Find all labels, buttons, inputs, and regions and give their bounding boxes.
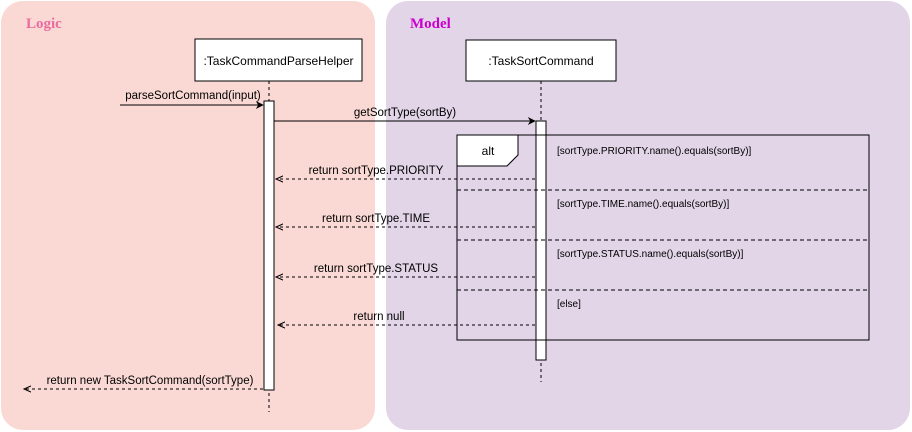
alt-fragment: alt [sortType.PRIORITY.name().equals(sor…	[456, 134, 870, 341]
message-return-time-label: return sortType.TIME	[322, 213, 430, 225]
message-return-null: return null	[278, 311, 535, 325]
message-return-status-label: return sortType.STATUS	[314, 263, 439, 275]
participant-parse-helper: :TaskCommandParseHelper	[194, 38, 363, 412]
message-return-new-task-sort-command: return new TaskSortCommand(sortType)	[24, 375, 263, 389]
participant-parse-helper-label: :TaskCommandParseHelper	[203, 54, 353, 68]
participant-parse-helper-box	[194, 38, 363, 82]
participant-sort-command-label: :TaskSortCommand	[488, 54, 593, 68]
message-return-priority: return sortType.PRIORITY	[276, 165, 535, 179]
alt-guard-else: [else]	[557, 299, 581, 310]
lane-model: Model	[386, 1, 910, 430]
message-return-status: return sortType.STATUS	[276, 263, 535, 277]
participant-sort-command-box	[465, 39, 617, 82]
message-return-new-task-sort-command-label: return new TaskSortCommand(sortType)	[47, 375, 254, 387]
participant-parse-helper-activation	[263, 100, 275, 391]
alt-fragment-tag	[456, 134, 519, 167]
message-parse-sort-command-label: parseSortCommand(input)	[125, 90, 261, 102]
alt-fragment-frame	[456, 134, 870, 341]
alt-guard-time: [sortType.TIME.name().equals(sortBy)]	[557, 199, 729, 210]
lane-model-background	[386, 1, 910, 430]
alt-guard-priority: [sortType.PRIORITY.name().equals(sortBy)…	[557, 146, 752, 157]
lane-model-title: Model	[410, 16, 451, 32]
message-parse-sort-command: parseSortCommand(input)	[120, 90, 264, 109]
message-return-priority-label: return sortType.PRIORITY	[309, 165, 444, 177]
alt-fragment-label: alt	[482, 144, 495, 158]
message-return-time: return sortType.TIME	[276, 213, 535, 227]
message-get-sort-type: getSortType(sortBy)	[274, 107, 536, 125]
alt-guard-status: [sortType.STATUS.name().equals(sortBy)]	[557, 249, 744, 260]
message-get-sort-type-label: getSortType(sortBy)	[354, 107, 456, 119]
lane-logic-title: Logic	[26, 16, 62, 32]
message-return-null-label: return null	[353, 311, 404, 323]
